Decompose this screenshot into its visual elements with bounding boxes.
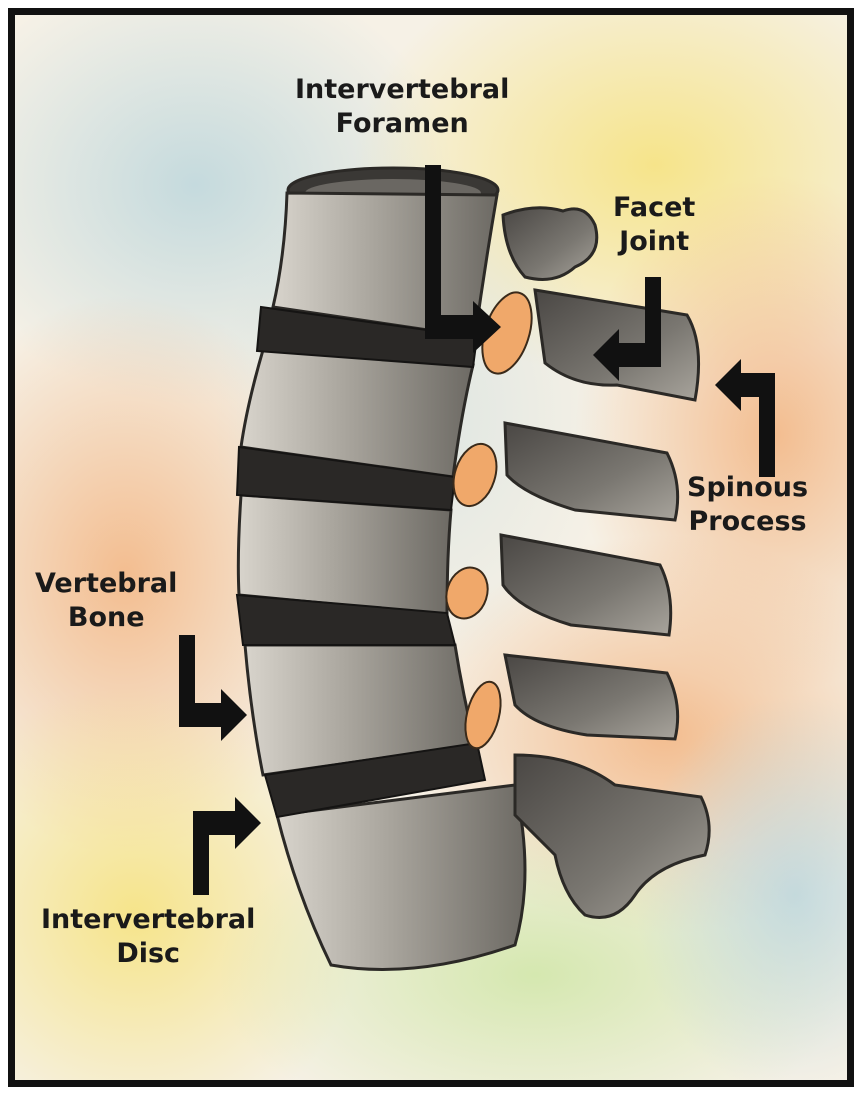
diagram-frame: Intervertebral Foramen Facet Joint Spino… (8, 8, 854, 1087)
label-bone-line1: Vertebral (35, 567, 177, 601)
label-spinous-line1: Spinous (687, 471, 808, 505)
label-facet-joint: Facet Joint (613, 191, 695, 259)
label-intervertebral-disc: Intervertebral Disc (41, 903, 255, 971)
label-bone-line2: Bone (35, 601, 177, 635)
label-intervertebral-foramen: Intervertebral Foramen (295, 73, 509, 141)
label-foramen-line1: Intervertebral (295, 73, 509, 107)
label-disc-line1: Intervertebral (41, 903, 255, 937)
label-facet-line1: Facet (613, 191, 695, 225)
label-disc-line2: Disc (41, 937, 255, 971)
label-spinous-line2: Process (687, 505, 808, 539)
label-vertebral-bone: Vertebral Bone (35, 567, 177, 635)
label-facet-line2: Joint (613, 225, 695, 259)
label-foramen-line2: Foramen (295, 107, 509, 141)
label-spinous-process: Spinous Process (687, 471, 808, 539)
